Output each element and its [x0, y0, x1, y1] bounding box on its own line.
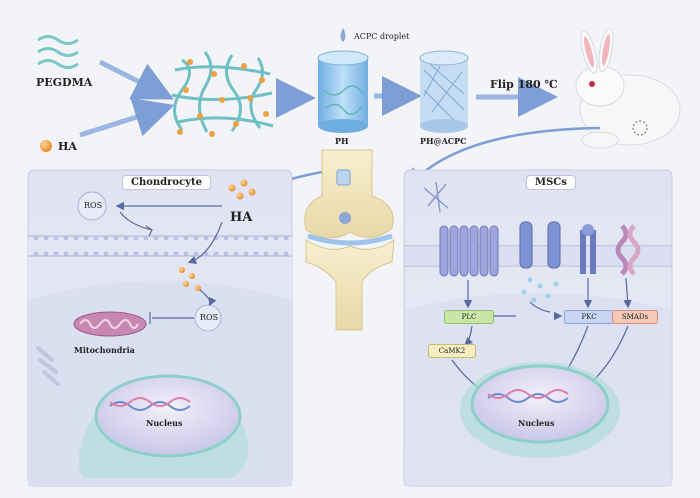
acpc-fiber-icon [423, 181, 449, 213]
tgf-receptor-icon [615, 224, 641, 276]
ros-top-bubble [77, 191, 107, 221]
pegdma-label: PEGDMA [36, 76, 93, 89]
ros-mid-bubble [194, 304, 222, 332]
pegdma-wave-icon [37, 35, 79, 69]
phacpc-label: PH@ACPC [420, 136, 467, 146]
ha-beads-left [179, 179, 256, 291]
calcium-ions [521, 277, 559, 303]
flip-label: Flip 180 ℃ [490, 78, 558, 91]
mscs-title: MSCs [526, 175, 576, 190]
mitochondria-label: Mitochondria [74, 345, 135, 355]
chondrocyte-title: Chondrocyte [122, 175, 211, 190]
ha-left-label: HA [230, 210, 253, 225]
phacpc-cylinder [419, 50, 469, 133]
knee-joint-icon [304, 149, 395, 331]
kinase-receptor-icon [580, 224, 596, 274]
ha-label: HA [58, 140, 77, 153]
chondrocyte-arrows [115, 201, 223, 324]
mixing-arrows [79, 59, 175, 138]
ros-top-label: ROS [84, 201, 103, 210]
er-fragment-icon [36, 346, 60, 386]
rabbit-icon [575, 27, 681, 149]
nucleus-right-label: Nucleus [518, 418, 555, 428]
smads-box: SMADs [612, 310, 658, 324]
nucleus-left-label: Nucleus [146, 418, 183, 428]
plc-box: PLC [444, 310, 494, 324]
ros-mid-label: ROS [200, 313, 219, 322]
mitochondria-icon [73, 311, 147, 337]
ha-beads-in-network [177, 59, 269, 137]
ha-bead-icon [40, 140, 52, 152]
mscs-nucleus [460, 362, 620, 458]
ion-channel-icon [519, 221, 561, 269]
pkc-box: PKC [564, 310, 614, 324]
camk2-box: CaMK2 [428, 344, 476, 358]
acpc-droplet-label: ACPC droplet [354, 32, 410, 41]
ph-cylinder [317, 50, 369, 133]
chondrocyte-nucleus [78, 374, 249, 478]
droplet-icon [340, 28, 346, 42]
gpcr-receptor-icon [439, 225, 499, 277]
ph-label: PH [335, 136, 349, 146]
